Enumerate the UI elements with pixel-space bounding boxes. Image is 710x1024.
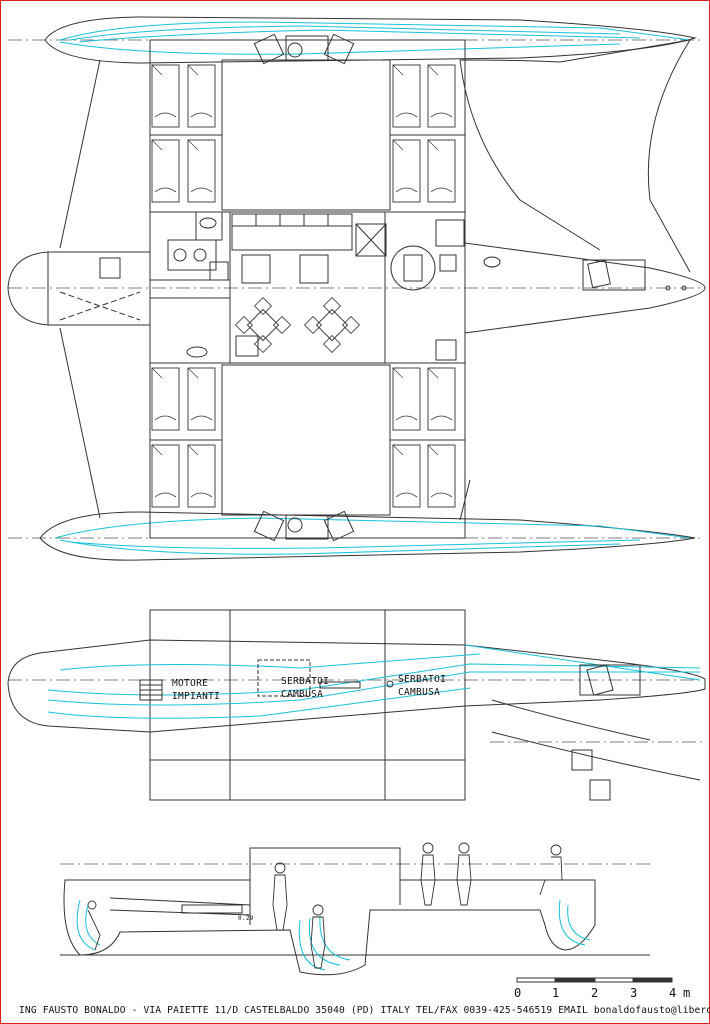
- scale-bar: [516, 977, 673, 983]
- plan-view: [7, 16, 706, 983]
- scale-tick-4: 4: [669, 986, 677, 1000]
- scale-tick-0: 0: [514, 986, 522, 1000]
- lower-float: [39, 511, 696, 561]
- label-serbatoi-1: SERBATOI: [281, 676, 330, 687]
- label-cambusa-2: CAMBUSA: [398, 687, 441, 698]
- scale-tick-2: 2: [591, 986, 599, 1000]
- centerline: [8, 39, 702, 865]
- footer-contact: ING FAUSTO BONALDO - VIA PAIETTE 11/D CA…: [19, 1005, 710, 1016]
- upper-float: [44, 16, 697, 64]
- label-cambusa-1: CAMBUSA: [281, 689, 324, 700]
- label-impianti: IMPIANTI: [172, 691, 221, 702]
- scale-unit: m: [683, 986, 691, 1000]
- side-elevation: [60, 842, 650, 976]
- scale-tick-3: 3: [630, 986, 638, 1000]
- profile-view: [7, 609, 706, 801]
- label-motore: MOTORE: [172, 678, 209, 689]
- scale-tick-1: 1: [552, 986, 560, 1000]
- label-serbatoi-2: SERBATOI: [398, 674, 447, 685]
- dimension-text: 0.29: [238, 915, 254, 922]
